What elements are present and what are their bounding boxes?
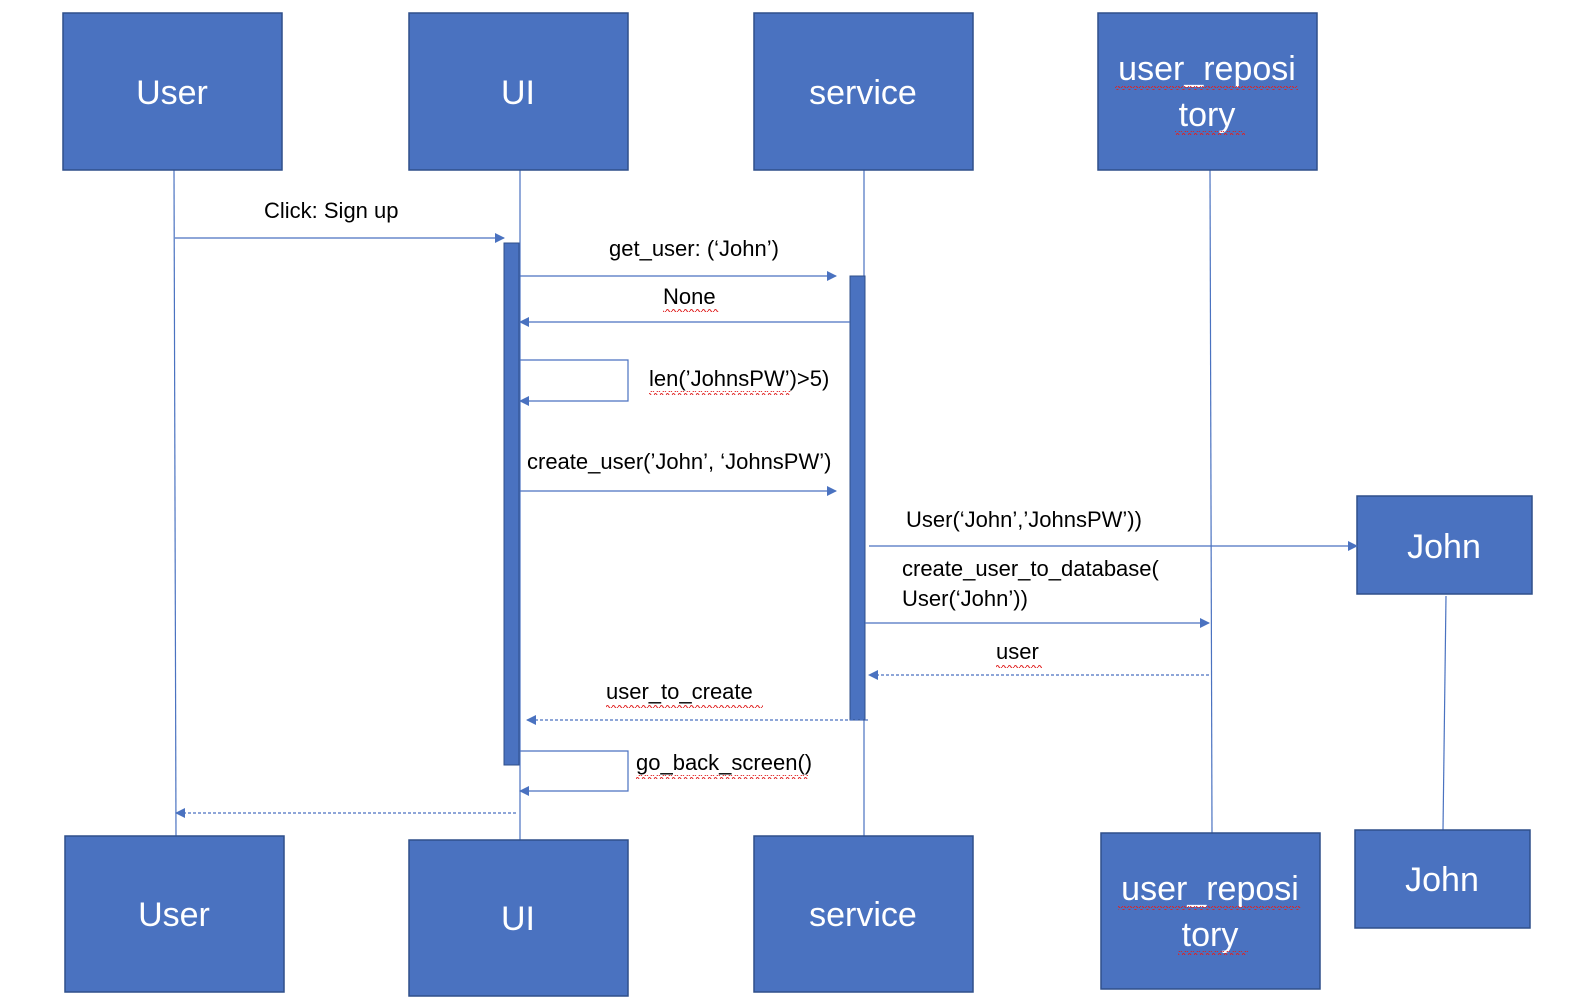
message-len-self-call: len(’JohnsPW’)>5) (519, 359, 829, 406)
repository-participant-top-label-1: user_reposi (1118, 50, 1296, 88)
user-lifeline (173, 169, 177, 837)
user-participant-top-label: User (136, 74, 208, 112)
message-get-user: get_user: (‘John’) (520, 236, 837, 281)
spellcheck-underline (606, 704, 763, 708)
repository-participant-bottom-label-1: user_reposi (1121, 870, 1299, 908)
spellcheck-underline (1175, 131, 1245, 135)
ui-participant-bottom: UI (408, 839, 629, 997)
user-participant-top: User (62, 12, 283, 171)
ui-participant-top: UI (408, 12, 629, 171)
user-participant-bottom-label: User (138, 896, 210, 934)
service-participant-bottom-label: service (809, 896, 917, 934)
ui-participant-top-label: UI (501, 74, 535, 112)
service-participant-top-label: service (809, 74, 917, 112)
message-user-return-label: user (996, 639, 1039, 664)
service-participant-bottom: service (753, 835, 974, 993)
service-participant-top: service (753, 12, 974, 171)
message-user-return: user (868, 639, 1209, 680)
spellcheck-underline (663, 309, 719, 313)
message-click-signup-label: Click: Sign up (264, 198, 399, 223)
message-len-self-call-label: len(’JohnsPW’)>5) (649, 366, 829, 391)
ui-participant-bottom-label: UI (501, 900, 535, 938)
spellcheck-underline (1178, 951, 1248, 955)
user-participant-bottom: User (64, 835, 285, 993)
message-create-user: create_user(’John’, ‘JohnsPW’) (520, 449, 837, 496)
message-user-to-create-label: user_to_create (606, 679, 753, 704)
repository-participant-top: user_reposi tory (1097, 12, 1318, 171)
message-create-db-label-2: User(‘John’)) (902, 586, 1028, 611)
message-go-back-self-call: go_back_screen() (519, 750, 812, 796)
repository-lifeline (1209, 169, 1213, 834)
john-participant-top: John (1356, 495, 1533, 595)
repository-participant-top-label-2: tory (1179, 96, 1236, 134)
repository-participant-bottom-label-2: tory (1182, 916, 1239, 954)
spellcheck-underline (1115, 86, 1298, 90)
john-lifeline (1442, 595, 1447, 831)
service-activation-bar (849, 275, 866, 721)
message-user-to-create-return: user_to_create (526, 679, 868, 725)
spellcheck-underline (996, 664, 1042, 668)
spellcheck-underline (1118, 906, 1301, 910)
message-create-user-to-database: create_user_to_database( User(‘John’)) (865, 556, 1210, 628)
message-create-user-label: create_user(’John’, ‘JohnsPW’) (527, 449, 831, 474)
ui-activation-bar (503, 242, 520, 766)
message-get-user-label: get_user: (‘John’) (609, 236, 779, 261)
message-none-return: None (519, 284, 850, 327)
repository-participant-bottom: user_reposi tory (1100, 832, 1321, 990)
spellcheck-underline (636, 775, 808, 779)
spellcheck-underline (649, 391, 791, 395)
john-participant-top-label: John (1407, 528, 1481, 566)
john-participant-bottom-label: John (1405, 861, 1479, 899)
message-none-return-label: None (663, 284, 716, 309)
message-create-db-label-1: create_user_to_database( (902, 556, 1160, 581)
john-participant-bottom: John (1354, 829, 1531, 929)
message-user-constructor: User(‘John’,’JohnsPW’)) (869, 507, 1358, 551)
message-user-constructor-label: User(‘John’,’JohnsPW’)) (906, 507, 1142, 532)
message-go-back-label: go_back_screen() (636, 750, 812, 775)
message-click-signup: Click: Sign up (175, 198, 505, 243)
